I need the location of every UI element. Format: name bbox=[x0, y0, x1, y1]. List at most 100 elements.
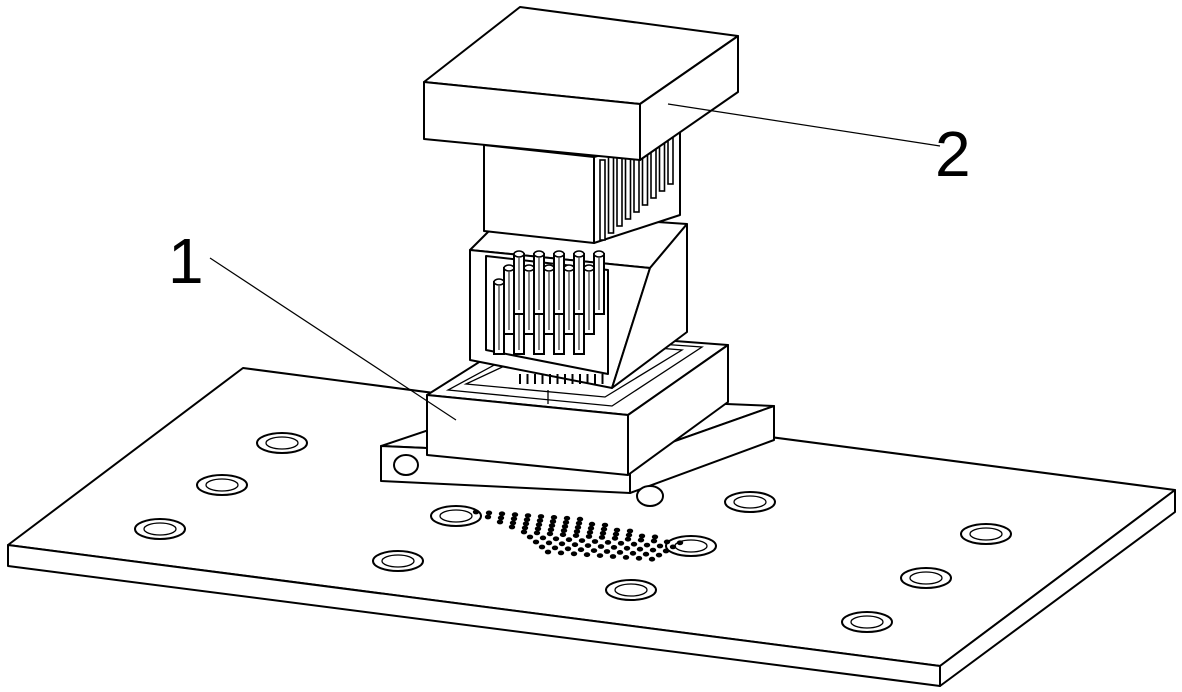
pin-hole bbox=[571, 542, 579, 548]
pin-hole bbox=[616, 550, 624, 555]
pin-hole bbox=[596, 553, 604, 558]
pin-hole bbox=[612, 531, 620, 537]
pin-hole bbox=[583, 552, 591, 558]
pin-hole bbox=[599, 530, 607, 536]
pin-hole bbox=[562, 520, 570, 525]
pin-hole bbox=[550, 515, 558, 520]
press-pin bbox=[607, 156, 615, 234]
pin-hole bbox=[629, 550, 637, 556]
contact-pin-head bbox=[513, 250, 525, 258]
pin-hole bbox=[510, 516, 518, 522]
pin-hole bbox=[590, 548, 598, 553]
contact-pin-head bbox=[563, 264, 575, 272]
pin-hole bbox=[539, 535, 547, 541]
pin-tips bbox=[519, 374, 604, 384]
pin-hole bbox=[533, 530, 541, 536]
pin-hole bbox=[585, 534, 593, 539]
pin-hole bbox=[552, 536, 560, 542]
pin-hole bbox=[610, 545, 618, 550]
contact-pin-head bbox=[553, 250, 565, 258]
pin-hole bbox=[577, 547, 585, 553]
pin-hole bbox=[485, 510, 493, 516]
pin-hole bbox=[575, 520, 583, 526]
callout-1: 1 bbox=[168, 225, 204, 297]
pin-hole bbox=[544, 549, 552, 555]
pin-hole bbox=[563, 515, 571, 521]
pin-hole bbox=[557, 550, 565, 556]
press-pin bbox=[624, 150, 632, 220]
pin-hole bbox=[626, 528, 634, 534]
pin-hole bbox=[611, 535, 619, 541]
contact-pin-head bbox=[533, 250, 545, 258]
pin-hole bbox=[643, 542, 651, 548]
pin-hole bbox=[576, 516, 584, 522]
mounting-hole bbox=[960, 523, 1012, 545]
mounting-hole bbox=[256, 432, 308, 454]
mounting-hole bbox=[841, 611, 893, 633]
pin-hole bbox=[526, 534, 534, 540]
pin-hole bbox=[600, 526, 608, 532]
mounting-hole bbox=[134, 518, 186, 540]
contact-pin-head bbox=[543, 264, 555, 272]
pin-hole bbox=[655, 552, 663, 558]
mounting-holes bbox=[134, 432, 1012, 633]
pin-hole bbox=[572, 533, 580, 538]
pin-hole bbox=[584, 543, 592, 548]
pin-hole bbox=[656, 543, 664, 549]
pin-hole bbox=[509, 520, 517, 526]
leader-line-2 bbox=[667, 103, 941, 147]
pin-hole bbox=[511, 512, 519, 518]
pin-hole bbox=[498, 511, 506, 517]
pin-hole bbox=[546, 531, 554, 537]
mounting-hole bbox=[724, 491, 776, 513]
pin-hole bbox=[642, 551, 650, 557]
pin-hole bbox=[547, 527, 555, 533]
callout-2: 2 bbox=[935, 118, 971, 190]
pin-hole bbox=[549, 519, 557, 524]
pin-hole bbox=[565, 537, 573, 543]
mounting-hole bbox=[900, 567, 952, 589]
pin-hole bbox=[624, 536, 632, 542]
contact-pin-head bbox=[493, 278, 505, 286]
pin-hole bbox=[617, 540, 625, 546]
contact-pin-head bbox=[583, 264, 595, 272]
pin-hole bbox=[623, 545, 631, 551]
pin-hole bbox=[636, 546, 644, 552]
contact-pin-head bbox=[523, 264, 535, 272]
pin-hole bbox=[591, 539, 599, 544]
pin-housing bbox=[469, 211, 688, 389]
pin-hole bbox=[551, 545, 559, 551]
flange-hole bbox=[393, 454, 419, 476]
pin-hole bbox=[564, 546, 572, 552]
pin-hole bbox=[508, 524, 516, 530]
pin-hole bbox=[587, 525, 595, 531]
pin-hole bbox=[649, 547, 657, 553]
pin-hole bbox=[521, 525, 529, 531]
pin-hole bbox=[625, 532, 633, 538]
pin-hole bbox=[472, 509, 480, 515]
pin-hole bbox=[630, 541, 638, 547]
pin-hole bbox=[574, 525, 582, 530]
press-block bbox=[423, 6, 739, 244]
pin-hole bbox=[669, 544, 677, 550]
flange-hole bbox=[636, 485, 664, 507]
pin-hole bbox=[637, 537, 645, 543]
pin-hole bbox=[559, 532, 567, 538]
press-pin bbox=[599, 159, 606, 241]
pin-hole bbox=[484, 514, 492, 520]
contact-pins bbox=[493, 250, 605, 355]
pin-hole bbox=[598, 535, 606, 540]
pin-hole bbox=[597, 544, 605, 549]
pin-hole-array bbox=[472, 509, 684, 562]
mounting-hole bbox=[605, 579, 657, 601]
pin-hole bbox=[648, 556, 656, 562]
pin-hole bbox=[635, 555, 643, 561]
pin-hole bbox=[537, 514, 545, 519]
pin-hole bbox=[676, 540, 684, 546]
pin-hole bbox=[561, 524, 569, 529]
pin-hole bbox=[603, 549, 611, 554]
leader-line-1 bbox=[209, 257, 457, 421]
pin-hole bbox=[570, 551, 578, 557]
